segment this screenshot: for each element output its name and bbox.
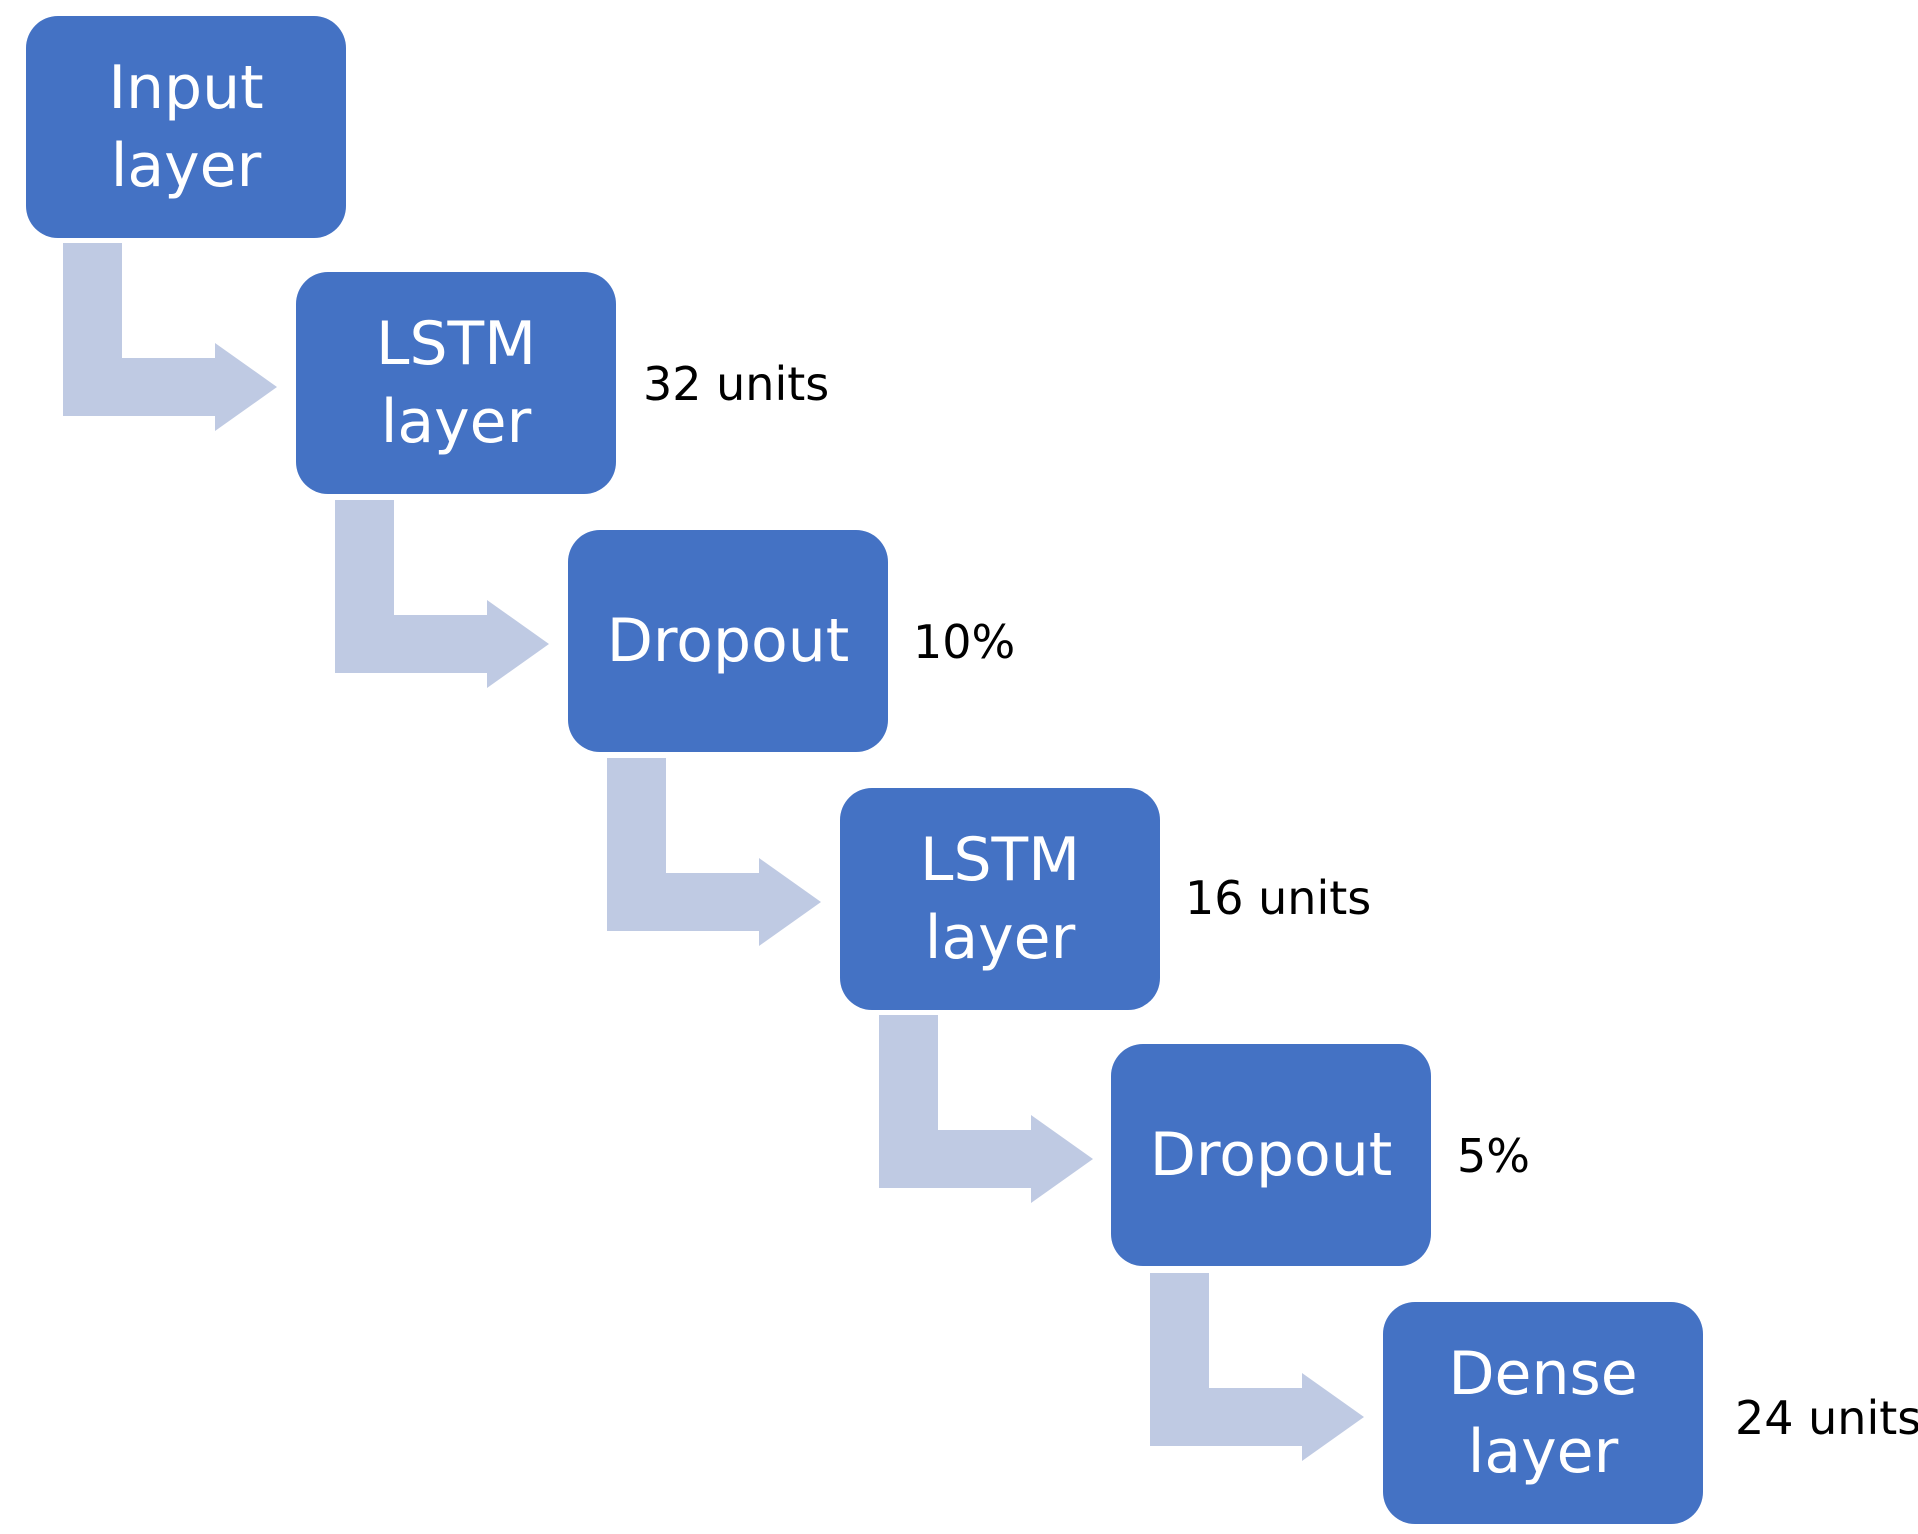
lstm-layer-1-box: LSTM layer bbox=[296, 272, 616, 494]
layer-label-line: Dropout bbox=[1149, 1120, 1393, 1190]
layer-label-line: Dropout bbox=[606, 606, 850, 676]
elbow-arrow-icon bbox=[607, 758, 821, 946]
elbow-arrow-icon bbox=[335, 500, 549, 688]
layer-label-line: Input bbox=[108, 53, 264, 123]
elbow-arrow-icon bbox=[1150, 1273, 1364, 1461]
lstm-2-units-note: 16 units bbox=[1185, 871, 1372, 925]
lstm-1-units-note: 32 units bbox=[643, 357, 830, 411]
elbow-arrow-icon bbox=[879, 1015, 1093, 1203]
layer-label-line: Dense bbox=[1448, 1339, 1638, 1409]
layer-label-line: layer bbox=[110, 131, 262, 201]
dropout-layer-2-box: Dropout bbox=[1111, 1044, 1431, 1266]
dropout-layer-1-box: Dropout bbox=[568, 530, 888, 752]
input-layer-box: Input layer bbox=[26, 16, 346, 238]
dense-layer-box: Dense layer bbox=[1383, 1302, 1703, 1524]
layer-label-line: LSTM bbox=[920, 825, 1080, 895]
lstm-layer-2-box: LSTM layer bbox=[840, 788, 1160, 1010]
layer-label-line: layer bbox=[1467, 1417, 1619, 1487]
dense-units-note: 24 units bbox=[1735, 1391, 1918, 1445]
layer-label-line: LSTM bbox=[376, 309, 536, 379]
dropout-2-rate-note: 5% bbox=[1457, 1129, 1530, 1183]
layer-label-line: layer bbox=[380, 387, 532, 457]
dropout-1-rate-note: 10% bbox=[913, 615, 1016, 669]
elbow-arrow-icon bbox=[63, 243, 277, 431]
layer-label-line: layer bbox=[924, 903, 1076, 973]
